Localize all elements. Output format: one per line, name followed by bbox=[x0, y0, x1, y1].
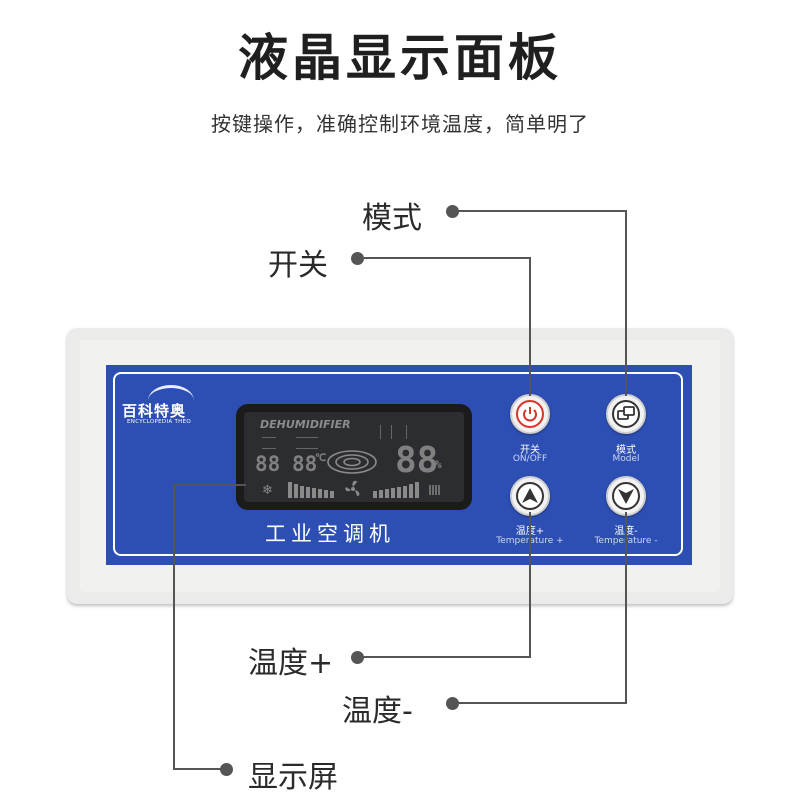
lcd-right-bar-graph bbox=[373, 480, 419, 498]
lcd-right-unit: % bbox=[435, 458, 442, 471]
lcd-mid-unit: ℃ bbox=[315, 453, 327, 464]
power-button[interactable] bbox=[510, 394, 550, 434]
lcd-glass bbox=[244, 412, 464, 502]
arrow-up-icon bbox=[522, 488, 538, 503]
fan-icon bbox=[345, 480, 360, 496]
callout-temp-down: 温度- bbox=[342, 694, 413, 729]
callout-temp-down-line bbox=[452, 702, 627, 704]
lcd-indicator-group bbox=[296, 437, 318, 449]
callout-mode-line bbox=[625, 210, 627, 396]
lcd-indicator-group bbox=[406, 425, 429, 439]
power-button-label: 开关 bbox=[520, 445, 540, 456]
callout-display-dot bbox=[220, 763, 233, 776]
power-icon bbox=[523, 407, 537, 422]
page-title: 液晶显示面板 bbox=[238, 29, 562, 87]
heater-icon bbox=[429, 485, 440, 495]
lcd-right-digits: 88 bbox=[395, 440, 439, 481]
power-button-face bbox=[516, 400, 544, 428]
temp-up-button-face bbox=[516, 482, 544, 510]
lcd-mid-digits: 88 bbox=[292, 452, 318, 476]
callout-temp-up-line bbox=[529, 512, 531, 658]
page-subtitle: 按键操作，准确控制环境温度，简单明了 bbox=[211, 112, 589, 136]
callout-temp-up-line bbox=[357, 656, 531, 658]
panel-label: 工业空调机 bbox=[265, 522, 395, 546]
callout-display-line bbox=[173, 768, 226, 770]
lcd-indicator-group bbox=[262, 437, 276, 449]
brand-logo-sub: ENCYCLOPEDIA THEO bbox=[127, 419, 191, 425]
panel-frame bbox=[113, 372, 683, 556]
callout-power-line bbox=[529, 257, 531, 396]
mode-button-face bbox=[612, 400, 640, 428]
callout-display-line bbox=[174, 484, 246, 486]
brand-logo: 百科特奥 bbox=[122, 402, 187, 420]
callout-power-line bbox=[357, 257, 531, 259]
callout-temp-up-dot bbox=[351, 651, 364, 664]
lcd-title: DEHUMIDIFIER bbox=[260, 418, 351, 431]
snowflake-icon: ❄ bbox=[262, 483, 273, 498]
lcd-swirl-icon bbox=[327, 450, 377, 474]
callout-temp-up: 温度+ bbox=[248, 646, 334, 681]
lcd-left-digits: 88 bbox=[255, 452, 281, 476]
lcd-left-bar-graph bbox=[288, 480, 334, 498]
callout-display: 显示屏 bbox=[248, 760, 338, 795]
callout-temp-down-line bbox=[625, 512, 627, 704]
callout-power: 开关 bbox=[268, 248, 328, 283]
brand-logo-arc bbox=[148, 385, 194, 416]
temp-down-button-face bbox=[612, 482, 640, 510]
callout-mode-line bbox=[452, 210, 627, 212]
temp-up-button[interactable] bbox=[510, 476, 550, 516]
callout-display-line bbox=[173, 484, 175, 770]
mode-button[interactable] bbox=[606, 394, 646, 434]
mode-button-sublabel: Model bbox=[612, 454, 640, 464]
mode-icon bbox=[617, 406, 635, 420]
callout-temp-down-dot bbox=[446, 697, 459, 710]
temp-down-button[interactable] bbox=[606, 476, 646, 516]
arrow-down-icon bbox=[618, 489, 634, 504]
mode-button-label: 模式 bbox=[616, 445, 636, 456]
lcd-indicator-group bbox=[380, 425, 392, 439]
power-button-sublabel: ON/OFF bbox=[512, 454, 548, 464]
callout-mode: 模式 bbox=[362, 201, 422, 236]
